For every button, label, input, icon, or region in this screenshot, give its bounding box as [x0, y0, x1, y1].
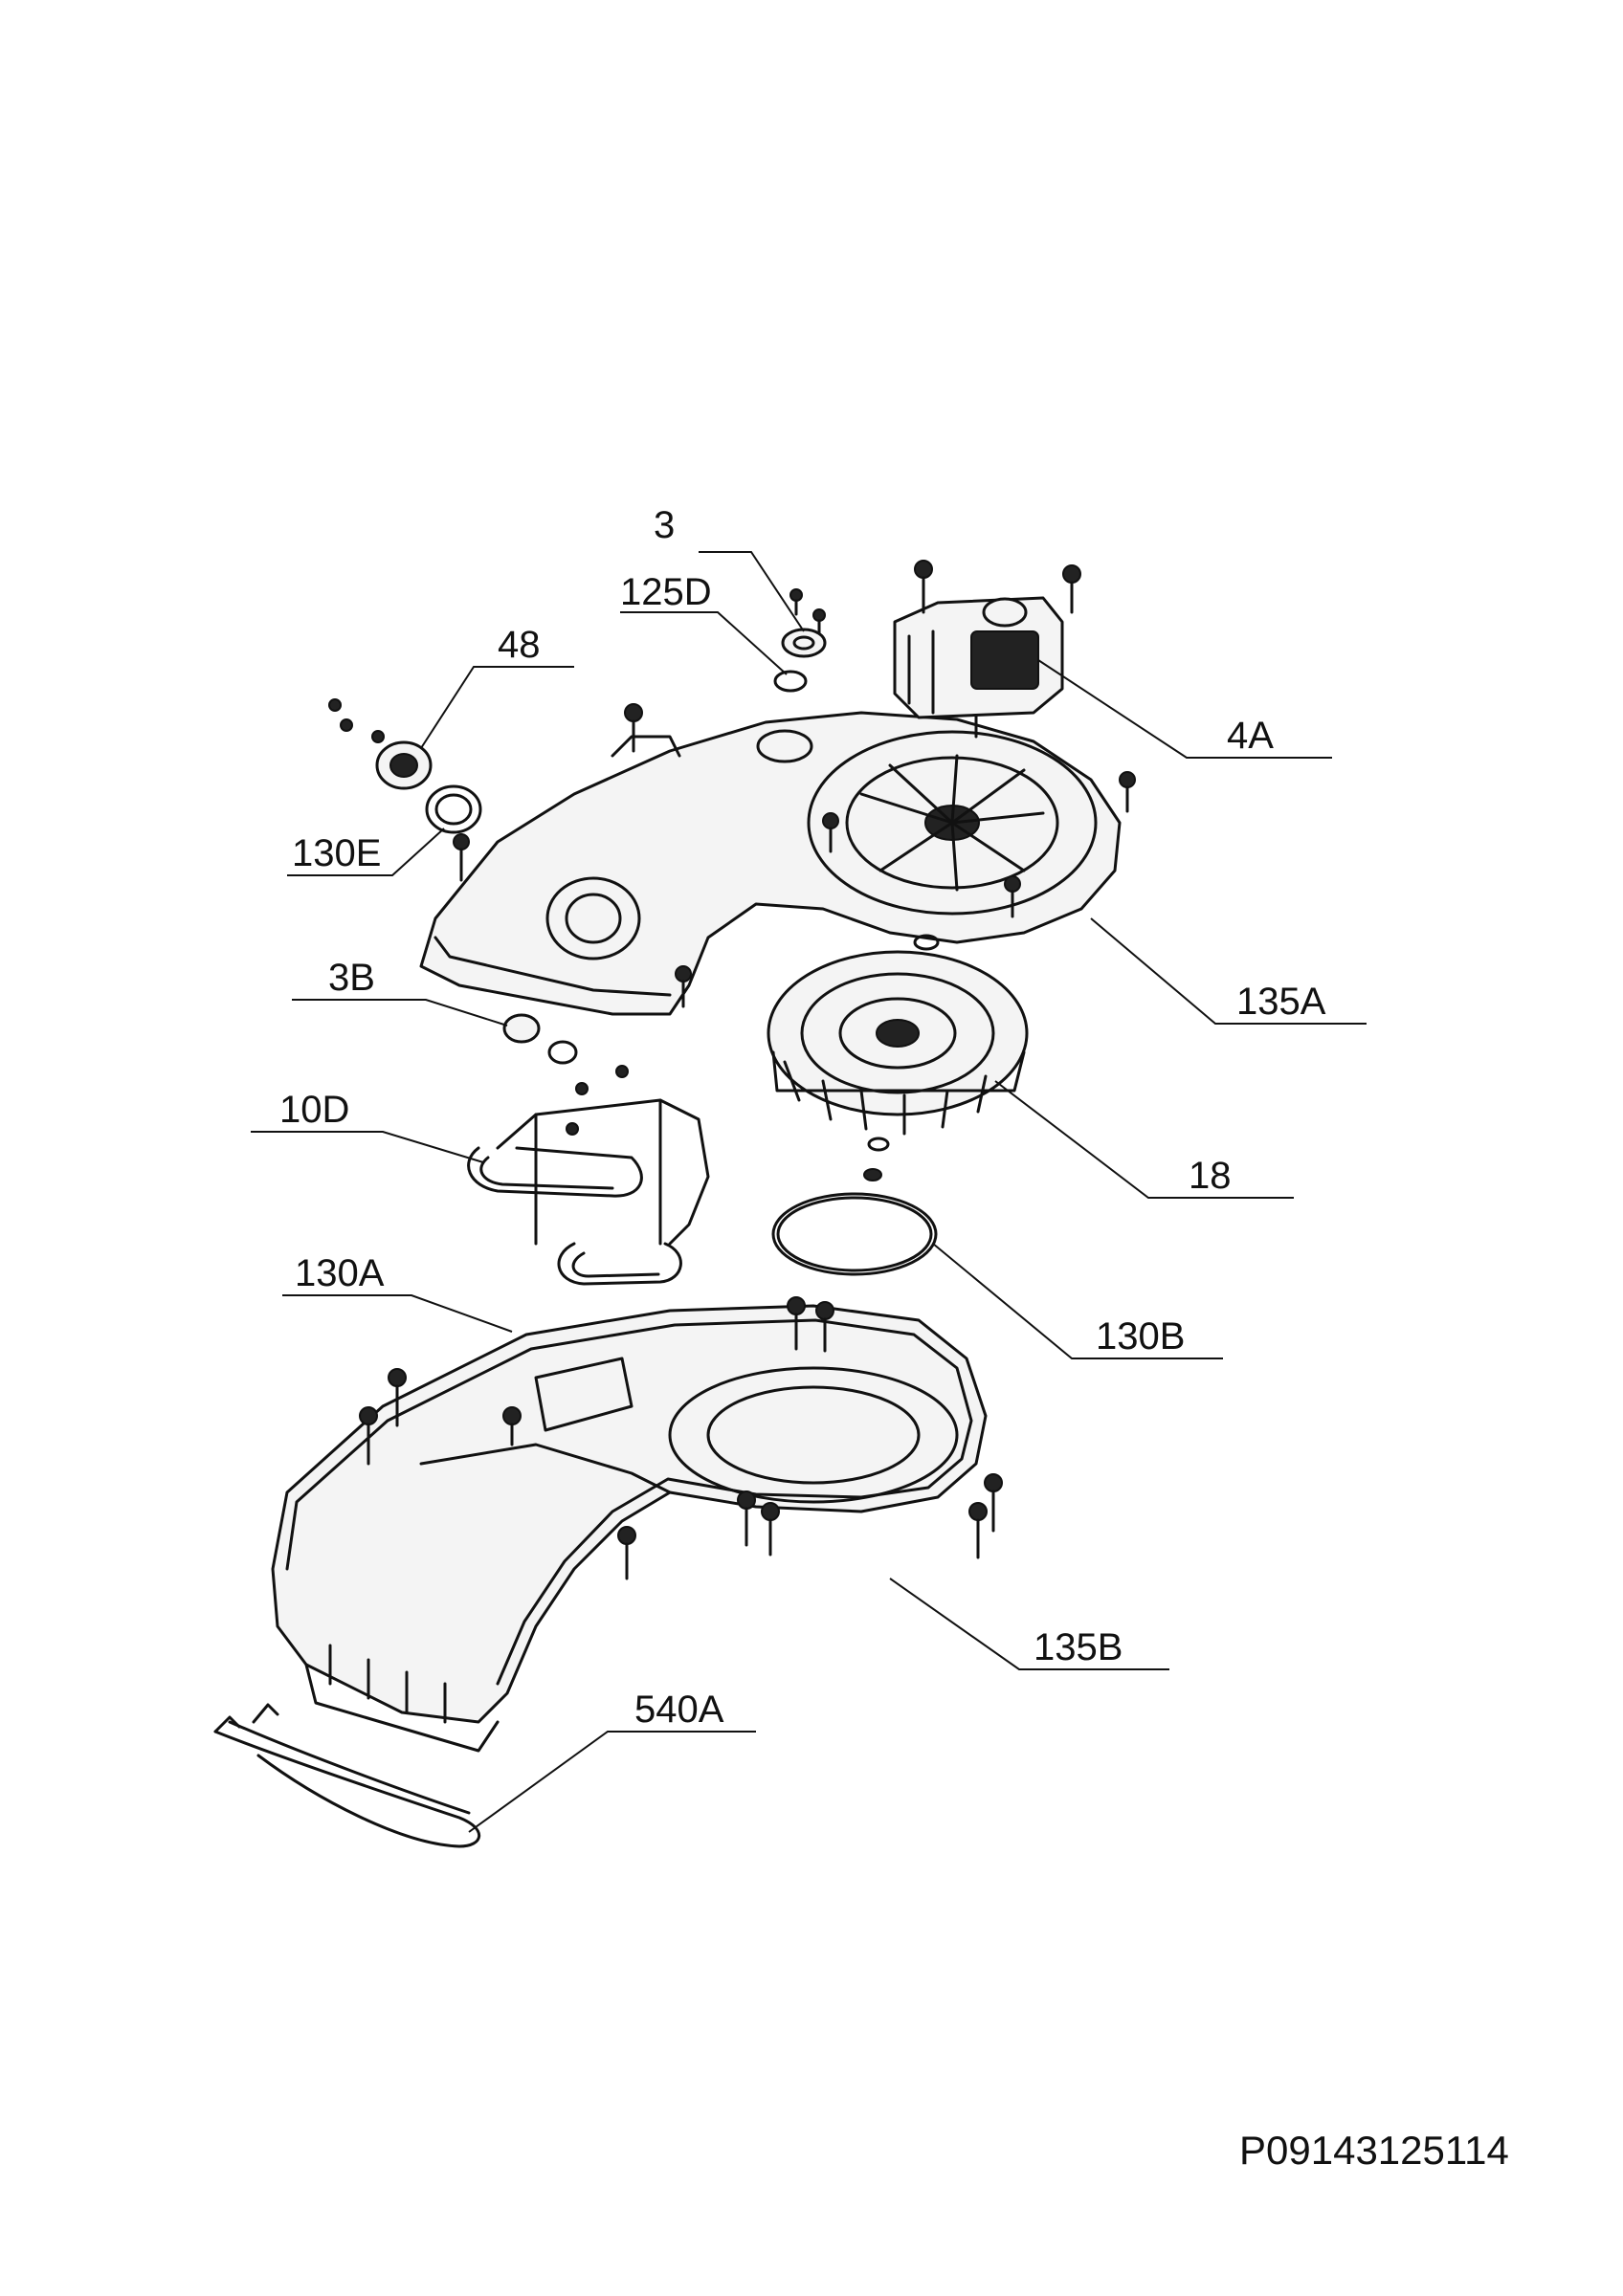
screw	[388, 1368, 407, 1427]
screw	[761, 1502, 780, 1556]
upper-fan-housing	[419, 711, 1122, 1016]
label-130a: 130A	[295, 1252, 385, 1294]
fan-motor	[893, 560, 1081, 739]
leader-135a	[1090, 917, 1367, 1025]
screw	[789, 588, 803, 616]
part-labels: 3 125D 48 4A 130E 135A 3B 10D 18 130B 13…	[279, 504, 1326, 1731]
screw	[1004, 875, 1021, 918]
seal-ring-small	[773, 670, 808, 693]
screw	[815, 1301, 834, 1353]
gasket-ring	[771, 1192, 938, 1276]
screw	[737, 1490, 756, 1547]
thermostat	[781, 588, 827, 658]
leader-135b	[889, 1578, 1169, 1670]
screw	[984, 1473, 1003, 1533]
leader-125d	[620, 611, 788, 675]
label-3b: 3B	[328, 957, 375, 999]
impeller	[767, 950, 1029, 1181]
drawing-code: P09143125114	[1239, 2128, 1509, 2173]
leader-130b	[932, 1243, 1223, 1359]
label-130b: 130B	[1096, 1315, 1185, 1358]
leader-540a	[468, 1731, 756, 1833]
label-135b: 135B	[1034, 1626, 1123, 1668]
label-135a: 135A	[1236, 981, 1326, 1023]
lower-fan-housing	[271, 1304, 988, 1753]
leader-3	[699, 551, 805, 632]
leader-48	[420, 666, 574, 749]
label-10d: 10D	[279, 1089, 349, 1131]
screw	[675, 965, 692, 1008]
label-130e: 130E	[292, 832, 381, 874]
screw	[359, 1406, 378, 1466]
screw	[968, 1502, 988, 1559]
screw-set-lower	[359, 1296, 1003, 1580]
seal-ring-130e	[425, 784, 482, 834]
sensor	[328, 698, 433, 790]
leader-18	[994, 1080, 1294, 1199]
screw	[453, 833, 470, 882]
label-125d: 125D	[620, 571, 712, 613]
screw	[812, 608, 826, 635]
leader-10d	[251, 1131, 484, 1163]
screw	[617, 1526, 636, 1580]
screw	[502, 1406, 522, 1446]
label-18: 18	[1189, 1155, 1232, 1197]
screw	[822, 812, 839, 853]
screw	[1119, 771, 1136, 813]
leader-lines	[251, 551, 1367, 1833]
washer	[913, 934, 940, 951]
leader-3b	[292, 999, 508, 1027]
thermostat-3b	[502, 1013, 629, 1136]
screw	[787, 1296, 806, 1351]
leader-130a	[282, 1294, 513, 1333]
label-48: 48	[498, 624, 541, 666]
label-3: 3	[654, 504, 675, 546]
leader-4a	[1037, 659, 1332, 759]
label-4a: 4A	[1227, 715, 1274, 757]
screw	[624, 703, 643, 753]
screw-set-upper	[453, 703, 1136, 1008]
screw	[1062, 564, 1081, 614]
heating-element	[467, 1098, 710, 1286]
label-540a: 540A	[634, 1689, 724, 1731]
leader-130e	[287, 828, 445, 876]
screw	[914, 560, 933, 614]
wiring-harness	[213, 1703, 481, 1848]
